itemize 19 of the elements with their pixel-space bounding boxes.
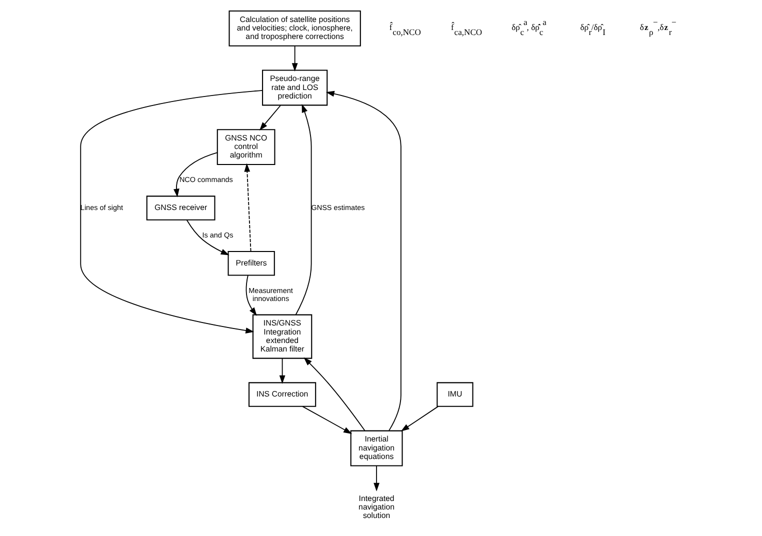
edge-label: Measurement innovations — [248, 286, 293, 303]
edge-label: Lines of sight — [80, 202, 124, 212]
edge-label: NCO commands — [179, 175, 233, 184]
arrow — [374, 466, 380, 492]
arrow — [295, 104, 312, 316]
arrow — [246, 274, 257, 316]
edge-label: Is and Qs — [202, 230, 234, 240]
arrow — [326, 90, 402, 432]
arrow — [292, 46, 298, 72]
arrow — [186, 220, 230, 256]
edge-label: GNSS estimates — [311, 202, 365, 212]
arrow — [302, 406, 352, 434]
arrow — [80, 90, 263, 334]
arrow — [279, 358, 286, 384]
arrow — [259, 105, 281, 131]
arrow — [304, 357, 366, 431]
arrow — [173, 152, 218, 198]
arrow — [244, 163, 252, 252]
arrow — [400, 406, 439, 432]
